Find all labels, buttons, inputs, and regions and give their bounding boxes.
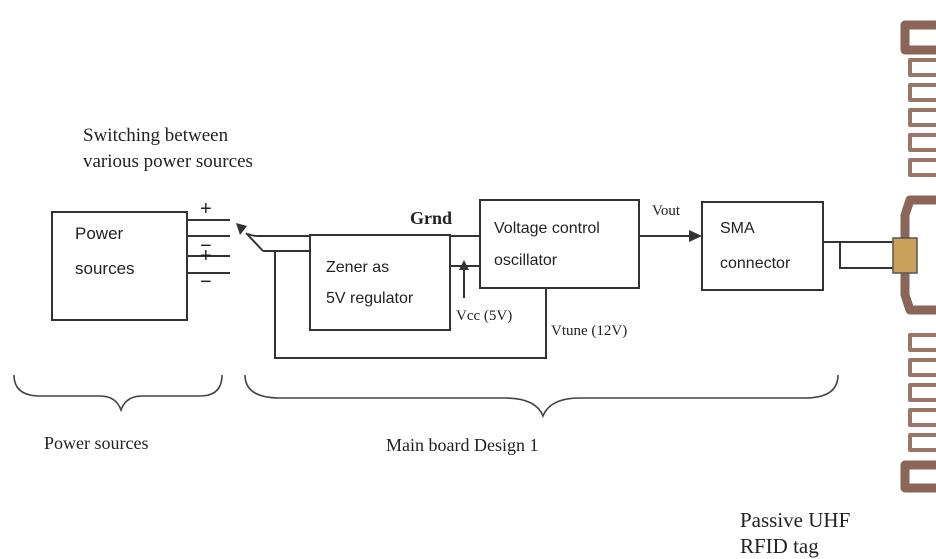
zener-line1: Zener as — [326, 259, 389, 276]
battery-symbols: + − + − — [187, 198, 230, 293]
battery-plus-2: + — [200, 245, 212, 267]
switching-caption-line1: Switching between — [83, 125, 229, 146]
vco-line1: Voltage control — [494, 220, 600, 237]
battery-plus-1: + — [200, 198, 212, 220]
battery-minus-1: − — [200, 235, 212, 257]
power-sources-box-line1: Power — [75, 224, 124, 243]
sma-box — [701, 201, 824, 291]
vout-arrow-head — [689, 230, 702, 242]
brace-power-sources — [13, 374, 223, 413]
switch-symbol — [236, 223, 264, 252]
brace-main-board-label: Main board Design 1 — [386, 435, 538, 455]
brace-main-board — [244, 374, 839, 419]
vcc-arrow-head — [459, 260, 469, 270]
power-sources-box — [51, 211, 188, 321]
vtune-loop-wire — [274, 251, 547, 359]
zener-line2: 5V regulator — [326, 290, 414, 307]
zener-box — [309, 234, 451, 331]
rfid-tag-label-line1: Passive UHF — [740, 508, 850, 532]
rfid-tag-label-line2: RFID tag — [740, 534, 819, 558]
power-sources-box-line2: sources — [75, 259, 135, 278]
sma-line2: connector — [720, 255, 791, 272]
power-sources-block: Power sources — [51, 211, 188, 321]
switching-caption-line2: various power sources — [83, 151, 253, 172]
battery-minus-2: − — [200, 271, 212, 293]
vtune-label: Vtune (12V) — [551, 323, 627, 339]
brace-power-sources-label: Power sources — [44, 433, 148, 453]
vcc-label: Vcc (5V) — [456, 308, 512, 324]
zener-block: Zener as 5V regulator — [309, 234, 451, 331]
rfid-chip — [892, 237, 918, 274]
sma-line1: SMA — [720, 220, 755, 237]
rfid-tag-image — [892, 20, 936, 493]
vout-label: Vout — [652, 203, 681, 219]
vco-box — [479, 199, 640, 289]
sma-tag-wire-bottom — [839, 242, 905, 269]
sma-block: SMA connector — [701, 201, 824, 291]
vco-block: Voltage control oscillator — [479, 199, 640, 289]
vco-line2: oscillator — [494, 252, 558, 269]
grnd-label: Grnd — [410, 208, 452, 228]
